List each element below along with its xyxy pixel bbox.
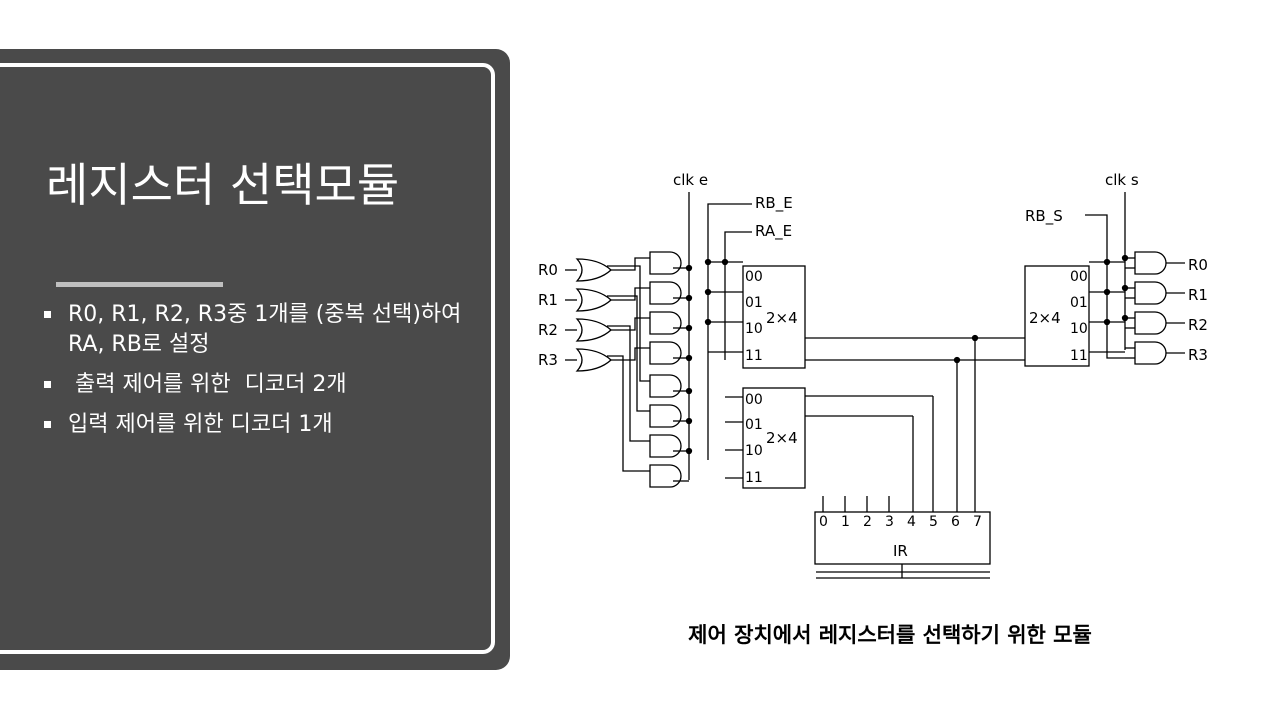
svg-text:2×4: 2×4 (766, 309, 798, 327)
svg-text:10: 10 (1070, 321, 1088, 337)
bullet-list: R0, R1, R2, R3중 1개를 (중복 선택)하여 RA, RB로 설정… (44, 300, 464, 450)
decoder-rb: 00 01 10 11 2×4 (742, 387, 806, 489)
figure-caption: 제어 장치에서 레지스터를 선택하기 위한 모듈 (688, 623, 1092, 647)
slide-title: 레지스터 선택모듈 (46, 158, 400, 212)
input-label-r3: R3 (538, 351, 558, 369)
and-gates-right (1125, 251, 1185, 365)
svg-text:6: 6 (951, 514, 960, 530)
feedback-wires (607, 257, 650, 472)
ra-e-label: RA_E (755, 222, 792, 241)
bullet-item: 출력 제어를 위한 디코더 2개 (44, 370, 464, 400)
svg-text:01: 01 (1070, 295, 1088, 311)
input-label-r1: R1 (538, 291, 558, 309)
and-gates-left (649, 251, 682, 488)
svg-text:11: 11 (745, 470, 763, 486)
bullet-item: R0, R1, R2, R3중 1개를 (중복 선택)하여 RA, RB로 설정 (44, 300, 464, 360)
clk-e-label: clk e (673, 171, 708, 189)
input-label-r2: R2 (538, 321, 558, 339)
bullet-text: 출력 제어를 위한 디코더 2개 (68, 372, 347, 397)
bullet-item: 입력 제어를 위한 디코더 1개 (44, 410, 464, 440)
output-label-r1: R1 (1188, 286, 1208, 304)
svg-text:3: 3 (885, 514, 894, 530)
decoder-inputs (704, 258, 743, 479)
bullet-marker-icon (44, 421, 51, 428)
svg-text:01: 01 (745, 417, 763, 433)
svg-text:4: 4 (907, 514, 916, 530)
decoder-select: 00 01 10 11 2×4 (1024, 265, 1090, 367)
svg-text:00: 00 (1070, 269, 1088, 285)
input-or-gates (565, 258, 612, 372)
title-underline (56, 282, 223, 287)
select-enable-lines (1085, 192, 1129, 359)
rb-s-label: RB_S (1025, 207, 1063, 226)
svg-text:2: 2 (863, 514, 872, 530)
svg-text:10: 10 (745, 443, 763, 459)
title-panel (0, 49, 510, 670)
title-panel-border (0, 63, 495, 654)
bullet-text: 입력 제어를 위한 디코더 1개 (68, 412, 333, 437)
ir-label: IR (893, 542, 908, 560)
bullet-marker-icon (44, 381, 51, 388)
svg-text:5: 5 (929, 514, 938, 530)
input-label-r0: R0 (538, 261, 558, 279)
svg-text:10: 10 (745, 321, 763, 337)
output-label-r2: R2 (1188, 316, 1208, 334)
svg-text:1: 1 (841, 514, 850, 530)
svg-text:2×4: 2×4 (766, 429, 798, 447)
register-select-circuit: R0 R1 R2 R3 clk e RB_E RA_E RB_S clk s R… (538, 171, 1208, 579)
svg-text:0: 0 (819, 514, 828, 530)
clk-s-label: clk s (1105, 171, 1139, 189)
svg-text:00: 00 (745, 269, 763, 285)
decoder-ra: 00 01 10 11 2×4 (742, 265, 806, 369)
svg-text:7: 7 (973, 514, 982, 530)
bullet-marker-icon (44, 311, 51, 318)
output-label-r3: R3 (1188, 346, 1208, 364)
svg-text:00: 00 (745, 392, 763, 408)
rb-e-label: RB_E (755, 194, 793, 213)
select-bus (805, 334, 1025, 512)
svg-text:2×4: 2×4 (1029, 309, 1061, 327)
enable-lines (673, 192, 752, 482)
svg-text:11: 11 (745, 348, 763, 364)
svg-text:01: 01 (745, 295, 763, 311)
bullet-text: R0, R1, R2, R3중 1개를 (중복 선택)하여 RA, RB로 설정 (68, 302, 469, 357)
svg-text:11: 11 (1070, 348, 1088, 364)
output-label-r0: R0 (1188, 256, 1208, 274)
instruction-register: 0 1 2 3 4 5 6 7 IR (814, 496, 991, 579)
